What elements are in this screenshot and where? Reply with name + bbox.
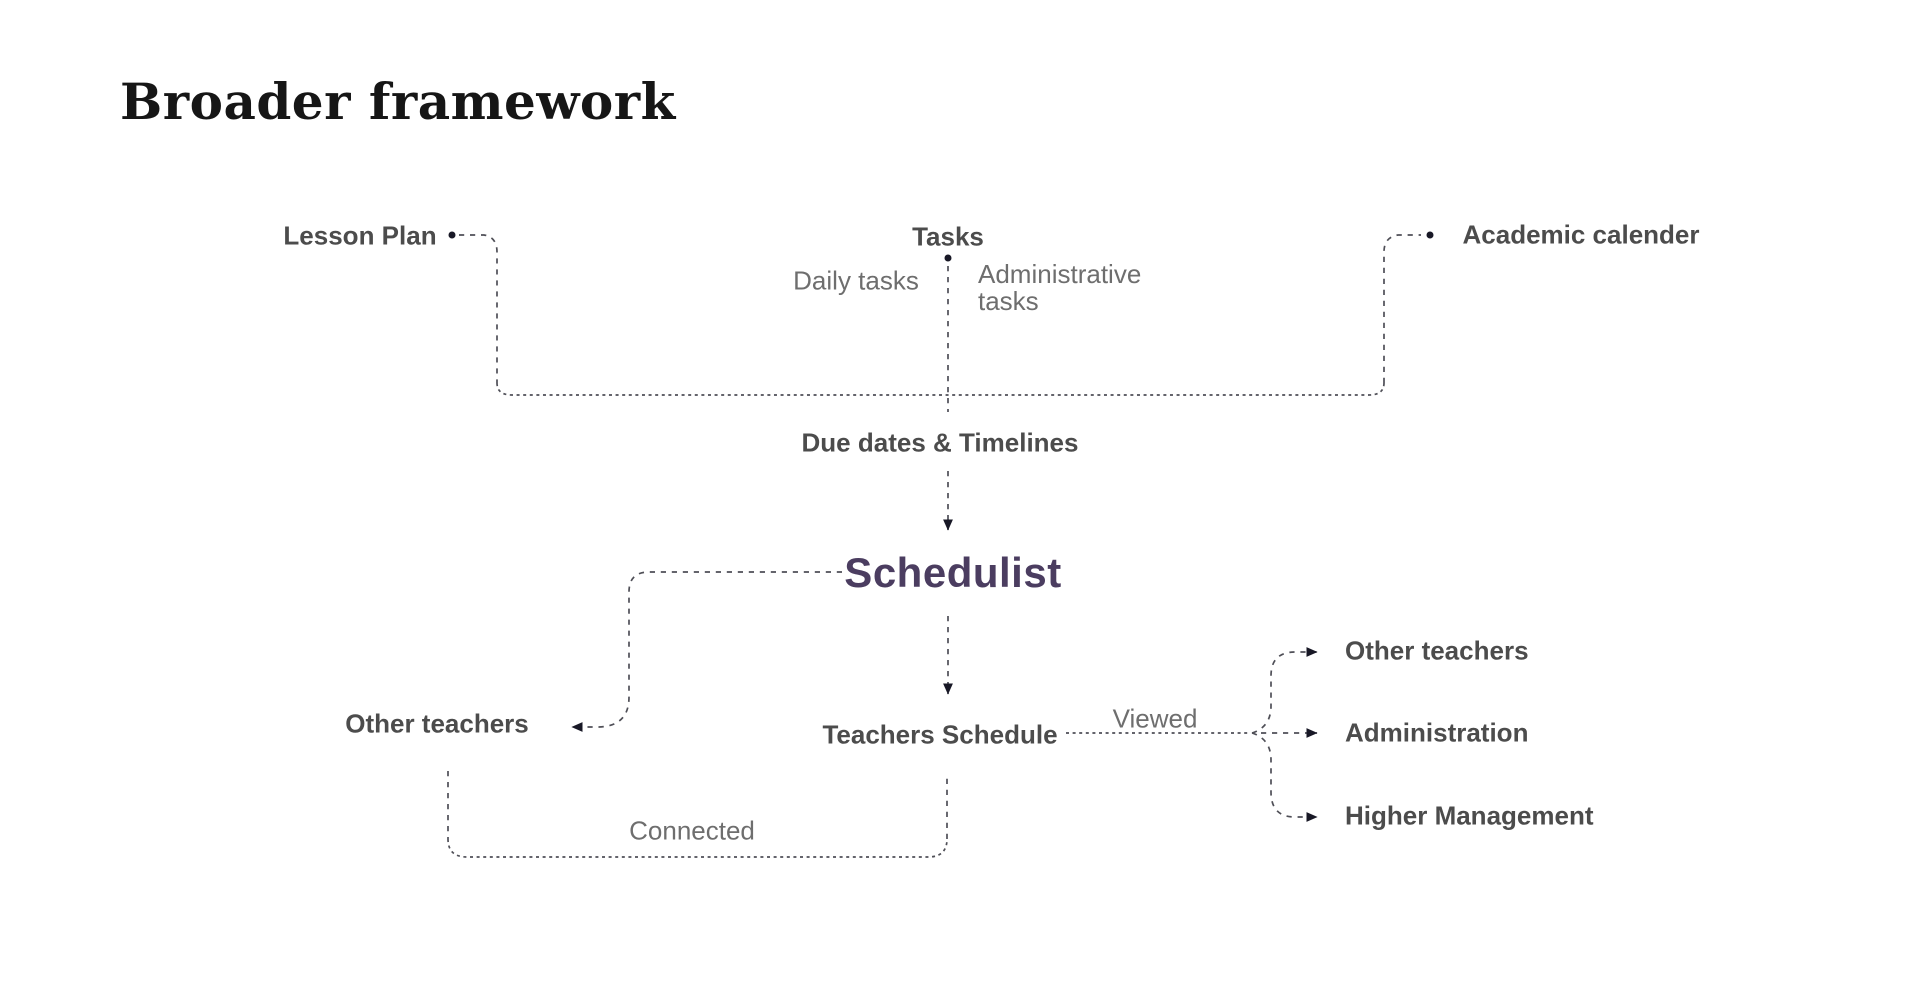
node-schedulist: Schedulist	[844, 549, 1062, 596]
edge-lesson-plan-bracket-left	[459, 234, 498, 383]
node-academic-calender: Academic calender	[1462, 219, 1700, 250]
lesson-plan-anchor-dot	[448, 231, 456, 239]
edge-connected-bottom	[447, 838, 948, 858]
node-teachers-schedule: Teachers Schedule	[822, 719, 1058, 750]
node-other-teachers-right: Other teachers	[1345, 635, 1529, 666]
edge-bracket-bottom	[496, 382, 1385, 396]
node-due-dates-timelines: Due dates & Timelines	[801, 427, 1079, 458]
edge-label-connected: Connected	[629, 815, 755, 846]
page-title: Broader framework	[120, 72, 676, 131]
node-lesson-plan: Lesson Plan	[283, 220, 437, 251]
tasks-anchor-dot	[944, 254, 952, 262]
node-administrative-tasks: Administrative tasks	[978, 259, 1142, 316]
node-tasks: Tasks	[912, 221, 984, 252]
edge-label-viewed: Viewed	[1112, 703, 1198, 734]
node-daily-tasks: Daily tasks	[793, 265, 919, 296]
node-higher-management: Higher Management	[1345, 800, 1594, 831]
edge-branch-to-higher-management	[1251, 732, 1318, 822]
academic-calender-anchor-dot	[1426, 231, 1434, 239]
edge-schedulist-to-other-teachers	[571, 571, 842, 732]
node-administration: Administration	[1345, 717, 1529, 748]
edge-academic-calender-bracket-right	[1383, 234, 1421, 383]
node-other-teachers-left: Other teachers	[345, 708, 529, 739]
edge-branch-to-other-teachers-right	[1251, 647, 1318, 734]
